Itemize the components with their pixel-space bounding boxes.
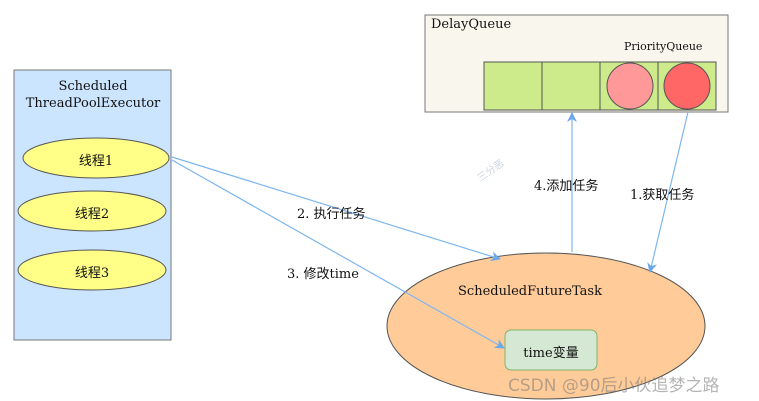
arrow-fetch-task (647, 111, 689, 273)
step-3-label: 3. 修改time (287, 267, 359, 282)
task-title: ScheduledFutureTask (458, 284, 602, 299)
time-field-box (504, 329, 598, 371)
executor-title-line1: Scheduled (58, 79, 128, 94)
thread-2-label: 线程2 (74, 207, 110, 222)
csdn-watermark: CSDN @90后小伙追梦之路 (508, 376, 720, 396)
queued-task-light (606, 62, 654, 110)
thread-3-node (17, 249, 167, 291)
priority-queue-title: PriorityQueue (624, 40, 703, 53)
arrow-execute-task (171, 156, 501, 262)
thread-1-label: 线程1 (78, 154, 114, 169)
thread-3-label: 线程3 (74, 266, 110, 281)
thread-1-node (22, 137, 170, 179)
arrow-modify-time (171, 159, 505, 349)
step-2-label: 2. 执行任务 (297, 207, 366, 222)
scheduled-future-task-node (386, 252, 706, 400)
time-field-label: time变量 (523, 346, 579, 361)
queue-cell (483, 61, 543, 111)
queue-cell (541, 61, 601, 111)
thread-2-node (17, 190, 167, 232)
delay-queue-title: DelayQueue (431, 17, 512, 32)
queued-task-dark (663, 62, 711, 110)
step-4-label: 4.添加任务 (534, 179, 599, 194)
executor-title-line2: ThreadPoolExecutor (25, 96, 161, 111)
step-1-label: 1.获取任务 (630, 188, 695, 203)
